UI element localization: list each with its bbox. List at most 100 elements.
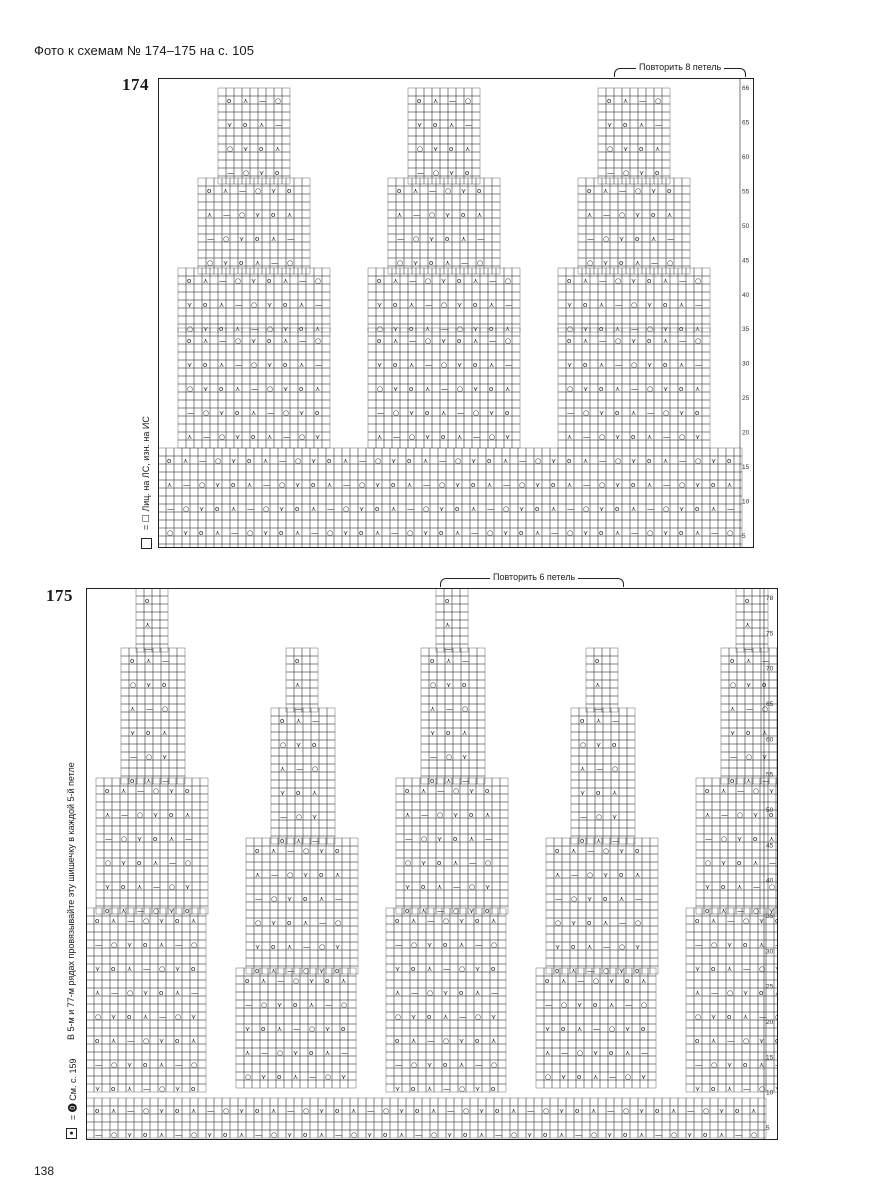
chart-175-motif-16: o⋏— [735,588,769,653]
svg-text:⋏: ⋏ [583,337,588,345]
chart-175-repeat-label: Повторить 6 петель [490,572,579,582]
svg-text:⋎: ⋎ [439,505,444,513]
svg-text:⋏: ⋏ [647,433,652,441]
svg-text:—: — [287,235,294,243]
svg-text:⋎: ⋎ [647,301,652,309]
svg-text:○: ○ [457,385,463,393]
svg-text:⋎: ⋎ [695,481,700,489]
svg-text:—: — [175,941,182,949]
svg-text:○: ○ [663,505,669,513]
svg-text:⋎: ⋎ [280,789,285,797]
svg-text:⋏: ⋏ [271,847,276,855]
svg-text:o: o [631,433,635,441]
svg-text:⋏: ⋏ [393,277,398,285]
svg-text:—: — [315,301,322,309]
svg-text:⋏: ⋏ [615,529,620,537]
svg-text:⋎: ⋎ [425,433,430,441]
svg-text:—: — [259,97,266,105]
svg-text:o: o [167,457,171,465]
svg-text:○: ○ [287,871,293,879]
svg-text:⋎: ⋎ [187,361,192,369]
svg-text:⋎: ⋎ [631,277,636,285]
svg-text:○: ○ [315,337,321,345]
svg-text:—: — [603,211,610,219]
svg-text:○: ○ [631,301,637,309]
svg-text:o: o [667,187,671,195]
svg-text:—: — [409,337,416,345]
svg-text:⋏: ⋏ [445,259,450,267]
svg-text:⋎: ⋎ [95,1085,100,1093]
svg-text:o: o [227,97,231,105]
svg-text:⋏: ⋏ [663,277,668,285]
svg-text:—: — [679,457,686,465]
svg-text:○: ○ [146,753,152,761]
svg-text:—: — [489,337,496,345]
svg-text:⋏: ⋏ [663,337,668,345]
svg-text:o: o [615,505,619,513]
chart-175-row-number: 10 [766,1090,774,1097]
svg-text:⋎: ⋎ [583,385,588,393]
svg-text:o: o [679,529,683,537]
svg-text:—: — [679,277,686,285]
svg-text:o: o [567,457,571,465]
svg-text:⋎: ⋎ [271,187,276,195]
svg-text:○: ○ [111,1061,117,1069]
svg-text:—: — [169,859,176,867]
chart-175-row-number: 20 [766,1019,774,1026]
svg-text:o: o [146,729,150,737]
svg-text:⋎: ⋎ [695,433,700,441]
svg-text:⋎: ⋎ [263,529,268,537]
svg-text:○: ○ [615,277,621,285]
svg-text:o: o [647,277,651,285]
svg-text:⋎: ⋎ [315,433,320,441]
svg-text:○: ○ [296,813,302,821]
svg-text:o: o [567,337,571,345]
svg-text:o: o [439,529,443,537]
svg-text:⋎: ⋎ [255,211,260,219]
svg-text:—: — [489,277,496,285]
svg-text:⋎: ⋎ [567,361,572,369]
svg-text:o: o [433,121,437,129]
svg-text:—: — [607,169,614,177]
svg-text:⋏: ⋏ [567,481,572,489]
svg-text:o: o [280,837,284,845]
svg-text:—: — [359,457,366,465]
svg-text:⋏: ⋏ [296,837,301,845]
svg-text:o: o [639,145,643,153]
chart-175-row-number: 25 [766,984,774,991]
svg-text:o: o [169,811,173,819]
svg-text:⋎: ⋎ [663,325,668,333]
svg-text:⋏: ⋏ [375,529,380,537]
svg-text:⋏: ⋏ [639,121,644,129]
svg-text:o: o [441,433,445,441]
svg-text:⋎: ⋎ [615,433,620,441]
svg-text:—: — [159,1013,166,1021]
svg-text:○: ○ [287,259,293,267]
svg-text:⋏: ⋏ [663,457,668,465]
svg-text:○: ○ [359,481,365,489]
svg-text:—: — [631,385,638,393]
svg-text:○: ○ [239,211,245,219]
svg-text:⋏: ⋏ [473,277,478,285]
svg-text:—: — [227,169,234,177]
svg-text:○: ○ [275,97,281,105]
svg-text:⋏: ⋏ [311,505,316,513]
svg-text:o: o [185,787,189,795]
svg-text:○: ○ [567,325,573,333]
svg-text:o: o [153,835,157,843]
chart-174-repeat-label: Повторить 8 петель [636,62,725,72]
svg-text:—: — [551,529,558,537]
svg-text:○: ○ [623,169,629,177]
svg-text:○: ○ [647,385,653,393]
svg-text:—: — [393,433,400,441]
svg-text:o: o [95,917,99,925]
svg-text:⋎: ⋎ [251,277,256,285]
svg-text:○: ○ [183,505,189,513]
svg-text:⋎: ⋎ [623,145,628,153]
svg-text:⋎: ⋎ [461,187,466,195]
svg-text:○: ○ [615,457,621,465]
svg-text:⋏: ⋏ [111,917,116,925]
svg-text:—: — [95,941,102,949]
svg-text:—: — [441,385,448,393]
svg-text:⋎: ⋎ [631,457,636,465]
